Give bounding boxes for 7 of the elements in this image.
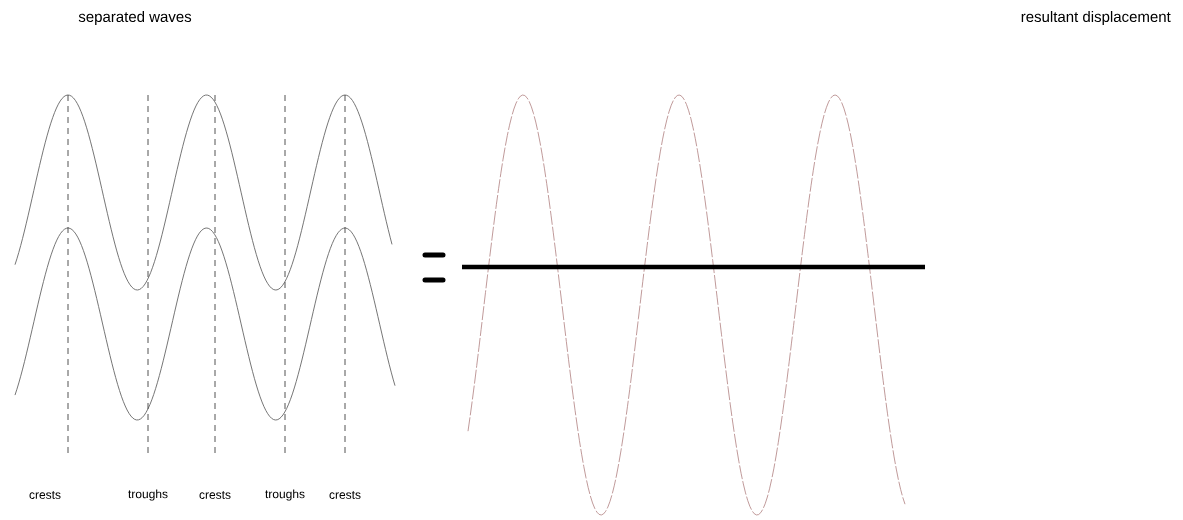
panel-heading: separated waves [78,11,192,25]
wave-label: troughs [265,489,305,501]
panel-heading: resultant displacement [1021,11,1171,25]
wave-label: crests [329,491,361,499]
wave-label: crests [29,491,61,499]
wave-label: crests [199,491,231,499]
wave-label: troughs [128,489,168,501]
